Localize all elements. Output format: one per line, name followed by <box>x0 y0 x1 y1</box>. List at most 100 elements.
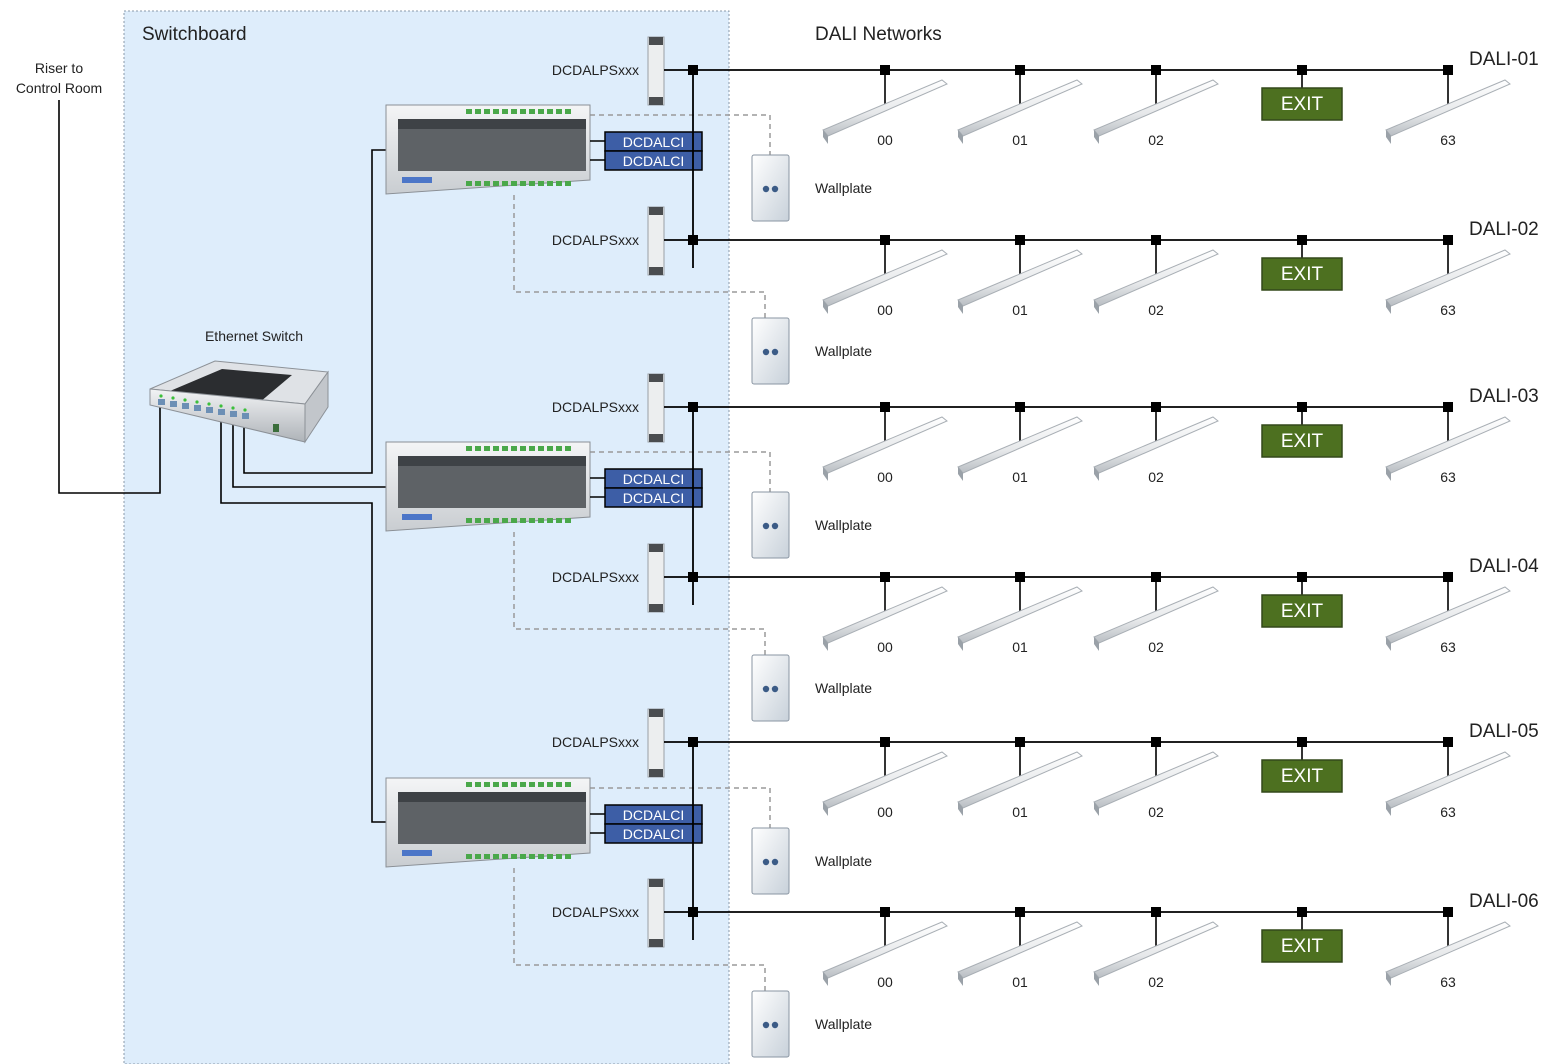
fitting-body <box>1385 586 1511 644</box>
fitting-end <box>1094 300 1099 314</box>
fitting-end <box>823 300 828 314</box>
bus-node <box>1443 572 1453 582</box>
wallplate-label: Wallplate <box>815 853 872 869</box>
dali-power-supply: DCDALPSxxx <box>552 708 665 778</box>
bus-node <box>880 65 890 75</box>
dali-power-supply: DCDALPSxxx <box>552 36 665 106</box>
psu-terminal <box>649 434 663 442</box>
fitting-end <box>1094 637 1099 651</box>
terminal <box>529 854 535 859</box>
exit-sign <box>1261 759 1343 793</box>
dali-interface-label: DCDALCI <box>623 153 684 169</box>
bus-node <box>880 907 890 917</box>
psu-body <box>647 206 665 276</box>
dali-interface-label: DCDALCI <box>623 807 684 823</box>
psu-terminal <box>649 709 663 717</box>
fitting-address: 01 <box>1012 974 1028 990</box>
terminal <box>529 181 535 186</box>
riser-label-line2: Control Room <box>16 80 102 96</box>
fitting-end <box>958 130 963 144</box>
wallplate-body <box>751 827 790 895</box>
fitting-address: 00 <box>877 804 893 820</box>
wallplate-label: Wallplate <box>815 680 872 696</box>
fitting-end <box>958 637 963 651</box>
psu-terminal <box>649 879 663 887</box>
fitting-body <box>1385 79 1511 137</box>
bus-node <box>1015 572 1025 582</box>
wallplate-link <box>513 195 766 318</box>
terminal <box>538 854 544 859</box>
dali-interface-label: DCDALCI <box>623 134 684 150</box>
light-fitting: 02 <box>1093 65 1219 148</box>
terminal <box>511 854 517 859</box>
wallplate-link <box>590 451 771 492</box>
light-fitting: 00 <box>822 235 948 318</box>
light-fitting: 63 <box>1385 235 1511 318</box>
terminal <box>484 446 490 451</box>
fitting-address: 02 <box>1148 132 1164 148</box>
bus-node <box>1015 737 1025 747</box>
bus-node <box>1297 235 1307 245</box>
fitting-address: 00 <box>877 974 893 990</box>
terminal <box>493 109 499 114</box>
dali-interface-label: DCDALCI <box>623 826 684 842</box>
exit-sign <box>1261 929 1343 963</box>
light-fitting: 02 <box>1093 235 1219 318</box>
terminal <box>529 518 535 523</box>
fitting-end <box>1094 467 1099 481</box>
wallplate-body <box>751 317 790 385</box>
bus-node <box>1297 572 1307 582</box>
bus-node <box>1015 402 1025 412</box>
fitting-end <box>823 130 828 144</box>
power-supply-label: DCDALPSxxx <box>552 904 639 920</box>
fitting-end <box>1094 972 1099 986</box>
fitting-address: 00 <box>877 639 893 655</box>
psu-terminal <box>649 207 663 215</box>
power-supply-label: DCDALPSxxx <box>552 569 639 585</box>
controller-label-plate <box>402 514 432 520</box>
bus-node <box>880 572 890 582</box>
power-supply-label: DCDALPSxxx <box>552 62 639 78</box>
wallplate-button <box>771 1021 779 1029</box>
bus-node <box>1297 65 1307 75</box>
controller-header <box>398 792 586 802</box>
switchboard-title: Switchboard <box>142 24 247 45</box>
bus-node <box>1443 65 1453 75</box>
terminal <box>502 446 508 451</box>
fitting-body <box>1093 79 1219 137</box>
fitting-address: 01 <box>1012 469 1028 485</box>
terminal <box>520 181 526 186</box>
terminal <box>484 109 490 114</box>
controller-label-plate <box>402 177 432 183</box>
terminal <box>565 854 571 859</box>
terminal <box>529 109 535 114</box>
fitting-body <box>1093 921 1219 979</box>
terminal <box>475 854 481 859</box>
terminal <box>547 518 553 523</box>
terminal <box>520 782 526 787</box>
light-fitting: 01 <box>957 572 1083 655</box>
fitting-address: 63 <box>1440 132 1456 148</box>
psu-terminal <box>649 544 663 552</box>
terminal <box>493 181 499 186</box>
terminal <box>502 109 508 114</box>
network-name: DALI-05 <box>1469 721 1539 742</box>
wallplate-label: Wallplate <box>815 343 872 359</box>
fitting-body <box>1385 751 1511 809</box>
fitting-address: 00 <box>877 469 893 485</box>
terminal <box>538 446 544 451</box>
bus-node <box>1297 907 1307 917</box>
terminal <box>565 518 571 523</box>
fitting-address: 02 <box>1148 639 1164 655</box>
terminal <box>475 181 481 186</box>
fitting-address: 02 <box>1148 804 1164 820</box>
dali-power-supply: DCDALPSxxx <box>552 878 665 948</box>
fitting-end <box>823 467 828 481</box>
exit-sign <box>1261 87 1343 121</box>
bus-node <box>688 572 698 582</box>
bus-node <box>1151 65 1161 75</box>
terminal <box>547 109 553 114</box>
terminal <box>466 181 472 186</box>
fitting-body <box>1385 249 1511 307</box>
